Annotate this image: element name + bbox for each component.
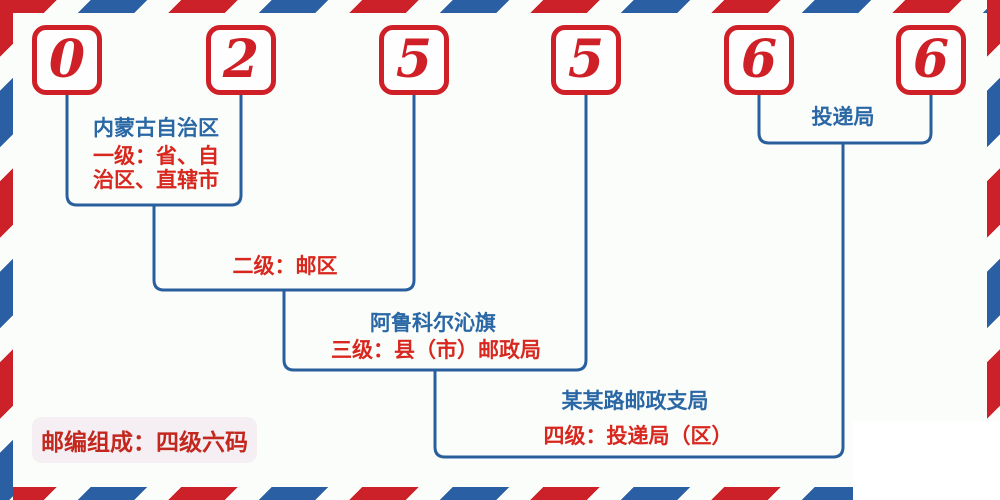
airmail-border-right [987, 0, 1000, 500]
airmail-border-top [0, 0, 1000, 13]
digit-box-5: 6 [724, 25, 794, 95]
digit-box-3: 5 [379, 25, 449, 95]
digit-2: 2 [222, 29, 260, 90]
composition-badge: 邮编组成：四级六码 [32, 417, 257, 463]
digit-box-1: 0 [32, 25, 102, 95]
digit-5: 6 [740, 29, 778, 90]
level2-desc: 二级：邮区 [232, 254, 338, 278]
digit-box-6: 6 [896, 25, 966, 95]
digit-6: 6 [912, 29, 950, 90]
digit-box-4: 5 [551, 25, 621, 95]
delivery-office-label: 投递局 [811, 105, 875, 129]
airmail-border-left [0, 0, 13, 500]
level4-desc: 四级：投递局（区） [543, 424, 733, 448]
level1-region-name: 内蒙古自治区 [93, 116, 219, 140]
digit-1: 0 [48, 29, 86, 90]
digit-box-2: 2 [206, 25, 276, 95]
digit-3: 5 [395, 29, 433, 90]
level1-desc: 一级：省、自 治区、直辖市 [93, 144, 219, 192]
level3-desc: 三级：县（市）邮政局 [331, 338, 541, 362]
level4-branch-name: 某某路邮政支局 [561, 389, 709, 413]
level1-desc-line1: 一级：省、自 [93, 144, 219, 168]
level3-county-name: 阿鲁科尔沁旗 [370, 311, 496, 335]
level1-desc-line2: 治区、直辖市 [93, 168, 219, 192]
bottom-right-white-cover [853, 421, 1000, 500]
digit-4: 5 [567, 29, 605, 90]
level4-bracket [433, 143, 845, 459]
airmail-border-bottom [0, 487, 1000, 500]
composition-badge-text: 邮编组成：四级六码 [41, 430, 248, 456]
delivery-bracket [757, 95, 933, 145]
